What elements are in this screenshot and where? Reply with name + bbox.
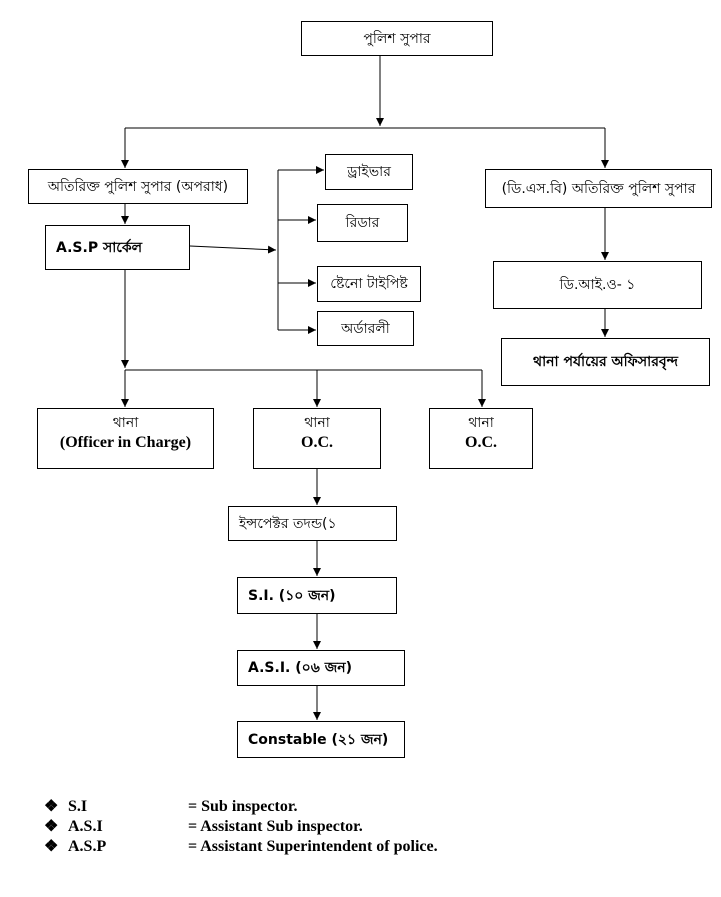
node-sublabel: O.C. (465, 434, 497, 451)
node-thana-level-officers: থানা পর্যায়ের অফিসারবৃন্দ (501, 338, 710, 386)
node-label: S.I. (১০ জন) (248, 587, 336, 604)
abbreviation-legend: ❖ S.I = Sub inspector. ❖ A.S.I = Assista… (44, 797, 438, 857)
node-orderly: অর্ডারলী (317, 311, 414, 346)
legend-abbreviation: A.S.I (68, 818, 103, 835)
node-steno-typist: ষ্টেনো টাইপিষ্ট (317, 266, 421, 302)
legend-definition: = Assistant Sub inspector. (188, 818, 363, 835)
legend-abbreviation: A.S.P (68, 838, 107, 855)
node-label: পুলিশ সুপার (363, 30, 431, 47)
legend-row-asi: ❖ A.S.I = Assistant Sub inspector. (44, 817, 438, 837)
node-dio-1: ডি.আই.ও- ১ (493, 261, 702, 309)
node-reader: রিডার (317, 204, 408, 242)
legend-row-asp: ❖ A.S.P = Assistant Superintendent of po… (44, 837, 438, 857)
legend-definition: = Assistant Superintendent of police. (188, 838, 438, 855)
connector-asp-staff (189, 245, 277, 254)
node-asp-circle: A.S.P সার্কেল (45, 225, 190, 270)
diamond-bullet-icon: ❖ (44, 798, 59, 815)
node-label: A.S.P সার্কেল (56, 239, 143, 256)
legend-abbreviation: S.I (68, 798, 88, 815)
node-label: ডি.আই.ও- ১ (559, 277, 636, 293)
node-label: রিডার (345, 215, 380, 231)
legend-definition: = Sub inspector. (188, 798, 298, 815)
node-label: ইন্সপেক্টর তদন্ড(১ (239, 515, 337, 532)
node-sublabel: O.C. (301, 434, 333, 451)
legend-row-si: ❖ S.I = Sub inspector. (44, 797, 438, 817)
node-driver: ড্রাইভার (325, 154, 413, 190)
node-label: (ডি.এস.বি) অতিরিক্ত পুলিশ সুপার (501, 180, 696, 197)
node-constable: Constable (২১ জন) (237, 721, 405, 758)
node-superintendent-of-police: পুলিশ সুপার (301, 21, 493, 56)
node-label: ড্রাইভার (347, 164, 391, 180)
diamond-bullet-icon: ❖ (44, 818, 59, 835)
node-label: A.S.I. (০৬ জন) (248, 660, 352, 676)
node-label: অর্ডারলী (341, 320, 390, 337)
node-inspector-investigation: ইন্সপেক্টর তদন্ড(১ (228, 506, 397, 541)
node-label: অতিরিক্ত পুলিশ সুপার (অপরাধ) (47, 178, 229, 195)
node-dsb-additional-sp: (ডি.এস.বি) অতিরিক্ত পুলিশ সুপার (485, 169, 712, 208)
node-additional-sp-crime: অতিরিক্ত পুলিশ সুপার (অপরাধ) (28, 169, 248, 204)
diamond-bullet-icon: ❖ (44, 838, 59, 855)
node-sub-inspector: S.I. (১০ জন) (237, 577, 397, 614)
node-sublabel: (Officer in Charge) (59, 434, 192, 451)
node-label: ষ্টেনো টাইপিষ্ট (330, 276, 408, 292)
node-label: থানা (112, 415, 139, 431)
node-label: থানা পর্যায়ের অফিসারবৃন্দ (533, 354, 678, 370)
node-thana-officer-in-charge: থানা (Officer in Charge) (37, 408, 214, 469)
node-label: থানা (468, 415, 494, 431)
node-thana-oc-2: থানা O.C. (429, 408, 533, 469)
node-thana-oc-1: থানা O.C. (253, 408, 381, 469)
node-label: Constable (২১ জন) (248, 731, 389, 748)
node-assistant-sub-inspector: A.S.I. (০৬ জন) (237, 650, 405, 686)
node-label: থানা (304, 415, 330, 431)
